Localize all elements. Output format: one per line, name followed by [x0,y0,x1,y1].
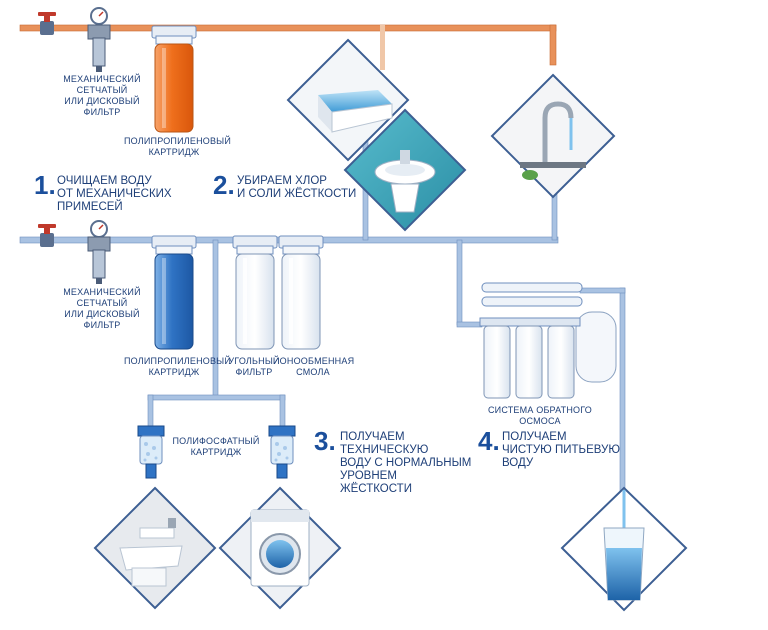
ion-resin-label: ИОНООБМЕННАЯ СМОЛА [273,356,355,377]
carbon-filter-label: УГОЛЬНЫЙ ФИЛЬТР [228,356,280,377]
step-1-text: ОЧИЩАЕМ ВОДУ ОТ МЕХАНИЧЕСКИХ ПРИМЕСЕЙ [57,175,172,213]
water-glass-icon [560,486,688,612]
blue-cartridge [151,235,197,350]
ion-exchange-housing [278,235,324,350]
ro-system-label: СИСТЕМА ОБРАТНОГО ОСМОСА [487,405,593,426]
step-3-number: 3. [314,426,336,456]
polyphosphate-cartridge-right [268,425,296,479]
top-main-pipe [19,24,557,70]
polyphosphate-cartridge-left [137,425,165,479]
sink-icon [343,108,467,232]
valve-icon [38,12,56,35]
step-2-number: 2. [213,170,235,200]
pressure-gauge-icon [90,220,108,238]
mechanical-filter-label-bottom: МЕХАНИЧЕСКИЙ СЕТЧАТЫЙ ИЛИ ДИСКОВЫЙ ФИЛЬТ… [63,287,141,330]
reverse-osmosis-system [479,282,617,399]
mechanical-filter-top [87,24,111,72]
polyphosphate-label: ПОЛИФОСФАТНЫЙ КАРТРИДЖ [172,436,260,457]
pp-cartridge-label-bottom: ПОЛИПРОПИЛЕНОВЫЙ КАРТРИДЖ [124,356,232,377]
mechanical-filter-bottom [87,236,111,284]
pressure-gauge-icon [90,7,108,25]
step-2-text: УБИРАЕМ ХЛОР И СОЛИ ЖЁСТКОСТИ [237,175,357,200]
step-3-text: ПОЛУЧАЕМ ТЕХНИЧЕСКУЮ ВОДУ С НОРМАЛЬНЫМ У… [340,431,472,495]
bathtub-icon [286,38,410,162]
mechanical-filter-label-top: МЕХАНИЧЕСКИЙ СЕТЧАТЫЙ ИЛИ ДИСКОВЫЙ ФИЛЬТ… [63,74,141,117]
washing-machine-icon [218,486,342,610]
carbon-filter-housing [232,235,278,350]
kitchen-faucet-icon [490,73,616,199]
step-4-text: ПОЛУЧАЕМ ЧИСТУЮ ПИТЬЕВУЮ ВОДУ [502,431,620,469]
step-1-number: 1. [34,170,56,200]
valve-icon [38,224,56,247]
pp-cartridge-label-top: ПОЛИПРОПИЛЕНОВЫЙ КАРТРИДЖ [124,136,232,157]
orange-cartridge [151,25,197,133]
toilet-icon [93,486,217,610]
step-4-number: 4. [478,426,500,456]
